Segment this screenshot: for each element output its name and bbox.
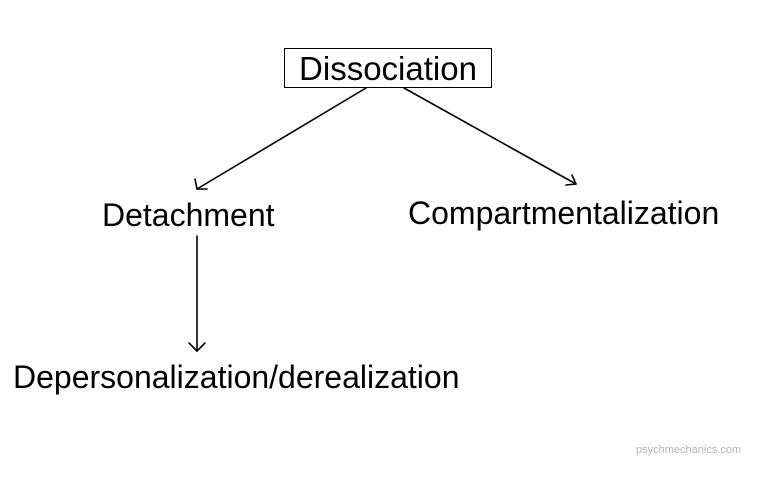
arrowhead-depersonalization (188, 342, 206, 352)
node-depersonalization-derealization: Depersonalization/derealization (13, 361, 460, 393)
node-detachment-label: Detachment (102, 197, 275, 233)
node-depersonalization-derealization-label: Depersonalization/derealization (13, 359, 460, 395)
edge-root-to-compartmentalization (403, 87, 577, 185)
node-detachment: Detachment (102, 199, 275, 231)
watermark-text: psychmechanics.com (636, 444, 742, 456)
node-compartmentalization: Compartmentalization (408, 197, 719, 229)
arrowhead-compartmentalization (565, 174, 577, 186)
node-compartmentalization-label: Compartmentalization (408, 195, 720, 231)
node-dissociation-label: Dissociation (299, 49, 477, 87)
node-dissociation: Dissociation (284, 48, 492, 88)
edge-root-to-detachment (196, 87, 367, 190)
arrowhead-detachment (194, 178, 208, 190)
